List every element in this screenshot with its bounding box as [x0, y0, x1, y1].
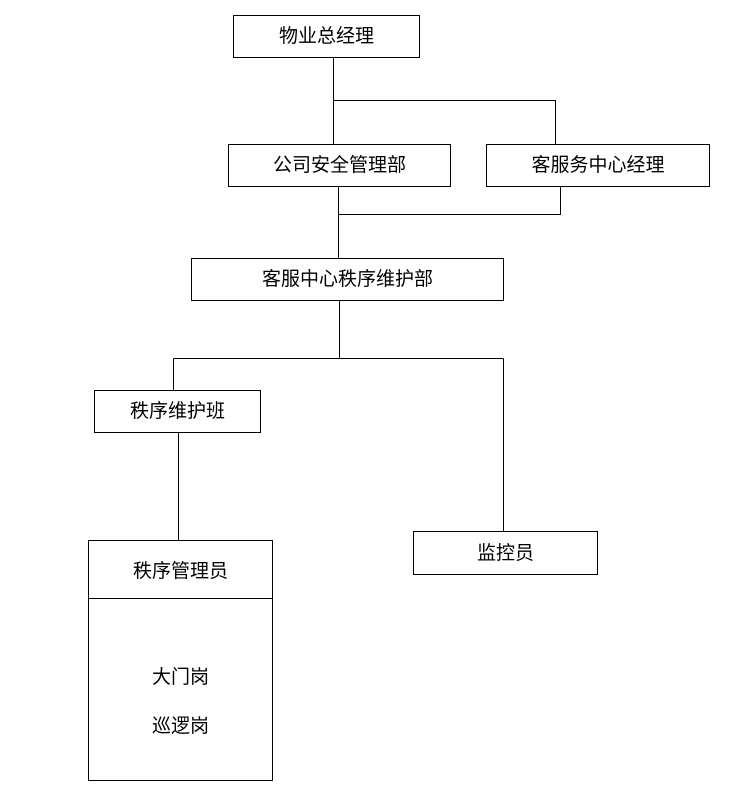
general-manager-label: 物业总经理: [278, 25, 374, 47]
order-maintenance-team-label: 秩序维护班: [129, 400, 225, 422]
general-manager-box: 物业总经理: [233, 15, 420, 58]
order-officer-header: 秩序管理员: [89, 541, 272, 599]
monitor-box: 监控员: [413, 531, 598, 575]
security-department-label: 公司安全管理部: [272, 154, 406, 176]
service-center-manager-label: 客服务中心经理: [531, 154, 665, 176]
post-list: 大门岗 巡逻岗: [89, 599, 272, 780]
connector-service-manager-to-department: [338, 186, 561, 215]
order-maintenance-department-label: 客服中心秩序维护部: [261, 268, 433, 290]
order-maintenance-department-box: 客服中心秩序维护部: [191, 258, 504, 301]
service-center-manager-box: 客服务中心经理: [486, 144, 710, 187]
security-department-box: 公司安全管理部: [228, 144, 451, 187]
post-item-patrol: 巡逻岗: [151, 715, 209, 737]
order-officer-title: 秩序管理员: [132, 560, 228, 582]
monitor-label: 监控员: [476, 541, 534, 564]
order-maintenance-team-box: 秩序维护班: [94, 390, 261, 433]
order-officer-box: 秩序管理员 大门岗 巡逻岗: [88, 540, 273, 781]
connector-gm-to-service-manager: [333, 100, 556, 145]
post-item-gate: 大门岗: [151, 666, 209, 688]
